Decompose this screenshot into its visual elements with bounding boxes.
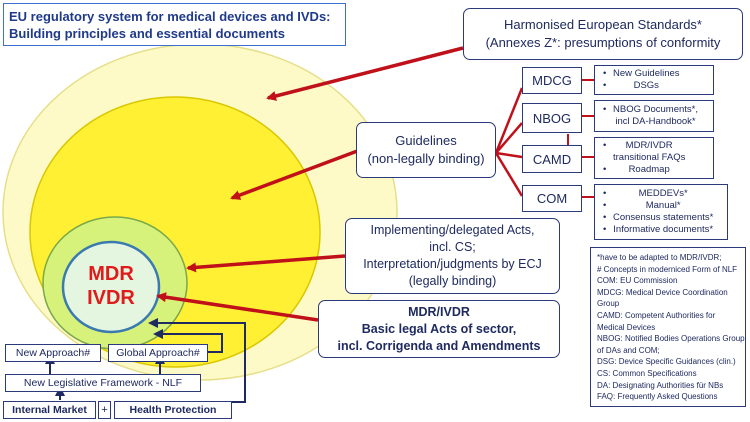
basic-acts-line-3: incl. Corrigenda and Amendments [337, 338, 541, 353]
camd-item: MDR/IVDR [603, 140, 685, 152]
com-list-box: MEDDEVs* Manual* Consensus statements* I… [594, 184, 728, 240]
implementing-line-2: incl. CS; [429, 240, 476, 254]
legend-line: FAQ: Frequently Asked Questions [597, 392, 718, 402]
body-camd-label: CAMD [532, 151, 572, 167]
nbog-item: incl DA-Handbook* [615, 116, 696, 127]
legend-line: of DAs and COM; [597, 345, 660, 355]
title-line-2: Building principles and essential docume… [9, 25, 285, 41]
legend-line: CS: Common Specifications [597, 368, 697, 378]
com-item: Consensus statements* [603, 212, 713, 224]
camd-item: Roadmap [603, 164, 685, 176]
title-box: EU regulatory system for medical devices… [3, 3, 346, 46]
title-line-1: EU regulatory system for medical devices… [9, 8, 331, 24]
body-nbog: NBOG [522, 103, 582, 133]
legend-line: NBOG: Notified Bodies Operations Group [597, 334, 745, 344]
mdcg-item: New Guidelines [603, 68, 679, 80]
guidelines-line-2: (non-legally binding) [367, 151, 485, 166]
plus-box: + [98, 401, 111, 419]
internal-market-box: Internal Market [3, 401, 96, 419]
nbog-item: NBOG Documents*, [603, 104, 698, 116]
camd-list-box: MDR/IVDR transitional FAQs Roadmap [594, 137, 714, 179]
mdcg-list-box: New Guidelines DSGs [594, 65, 714, 95]
foundation-arrow-global [153, 329, 223, 353]
implementing-line-3: Interpretation/judgments by ECJ [363, 257, 542, 271]
nlf-box: New Legislative Framework - NLF [5, 374, 201, 392]
center-mdr: MDR [88, 263, 134, 285]
basic-acts-line-1: MDR/IVDR [408, 304, 470, 319]
center-label: MDR IVDR [74, 262, 148, 310]
legend-line: MDCG: Medical Device Coordination [597, 287, 728, 297]
implementing-line-1: Implementing/delegated Acts, [370, 223, 535, 237]
connector-camd [495, 151, 523, 159]
arrow-implementing [186, 254, 346, 273]
arrow-standards [266, 46, 464, 101]
body-com: COM [522, 185, 582, 212]
new-approach-label: New Approach# [15, 347, 91, 359]
com-item: MEDDEVs* [603, 188, 713, 200]
health-protection-box: Health Protection [114, 401, 232, 419]
nbog-list-box: NBOG Documents*, incl DA-Handbook* [594, 100, 714, 132]
internal-market-label: Internal Market [12, 404, 87, 416]
guidelines-box: Guidelines (non-legally binding) [356, 122, 496, 178]
arrow-basic-acts [156, 292, 319, 322]
com-item: Manual* [603, 200, 713, 212]
legend-line: DA: Designating Authorities für NBs [597, 380, 724, 390]
global-approach-box: Global Approach# [108, 344, 208, 362]
legend-line: CAMD: Competent Authorities for [597, 310, 716, 320]
harmonised-line-1: Harmonised European Standards* [503, 17, 702, 32]
legend-line: Group [597, 299, 620, 309]
guidelines-line-1: Guidelines [395, 133, 457, 148]
connector-com [494, 152, 524, 197]
legend-line: DSG: Device Specific Guidances (clin.) [597, 357, 736, 367]
implementing-line-4: (legally binding) [408, 274, 497, 288]
implementing-acts-box: Implementing/delegated Acts, incl. CS; I… [345, 218, 560, 294]
new-approach-box: New Approach# [5, 344, 101, 362]
legend-line: Medical Devices [597, 322, 656, 332]
global-approach-label: Global Approach# [116, 347, 200, 359]
com-item: Informative documents* [603, 224, 713, 236]
foundation-arrow-health [148, 318, 246, 403]
body-camd: CAMD [522, 145, 582, 173]
connector-nbog [495, 122, 523, 154]
legend-line: COM: EU Commission [597, 276, 678, 286]
plus-label: + [101, 404, 108, 416]
body-nbog-label: NBOG [532, 110, 572, 126]
legend-box: *have to be adapted to MDR/IVDR; # Conce… [590, 247, 746, 407]
legend-line: # Concepts in moderniced Form of NLF [597, 264, 738, 274]
basic-legal-acts-box: MDR/IVDR Basic legal Acts of sector, inc… [318, 300, 560, 358]
camd-item-continued: transitional FAQs [613, 152, 686, 163]
harmonised-standards-box: Harmonised European Standards* (Annexes … [463, 8, 743, 60]
arrow-guidelines [230, 148, 361, 200]
basic-acts-line-2: Basic legal Acts of sector, [361, 321, 517, 336]
health-protection-label: Health Protection [129, 404, 217, 416]
connector-mdcg [494, 87, 524, 154]
center-ivdr: IVDR [87, 287, 135, 309]
body-mdcg-label: MDCG [532, 73, 572, 88]
harmonised-line-2: (Annexes Z*: presumptions of conformity [485, 35, 721, 50]
mdcg-item: DSGs [603, 80, 680, 92]
body-com-label: COM [536, 191, 568, 206]
legend-line: *have to be adapted to MDR/IVDR; [597, 253, 722, 262]
core-circle [61, 240, 161, 334]
nlf-label: New Legislative Framework - NLF [23, 377, 183, 389]
body-mdcg: MDCG [522, 67, 582, 94]
